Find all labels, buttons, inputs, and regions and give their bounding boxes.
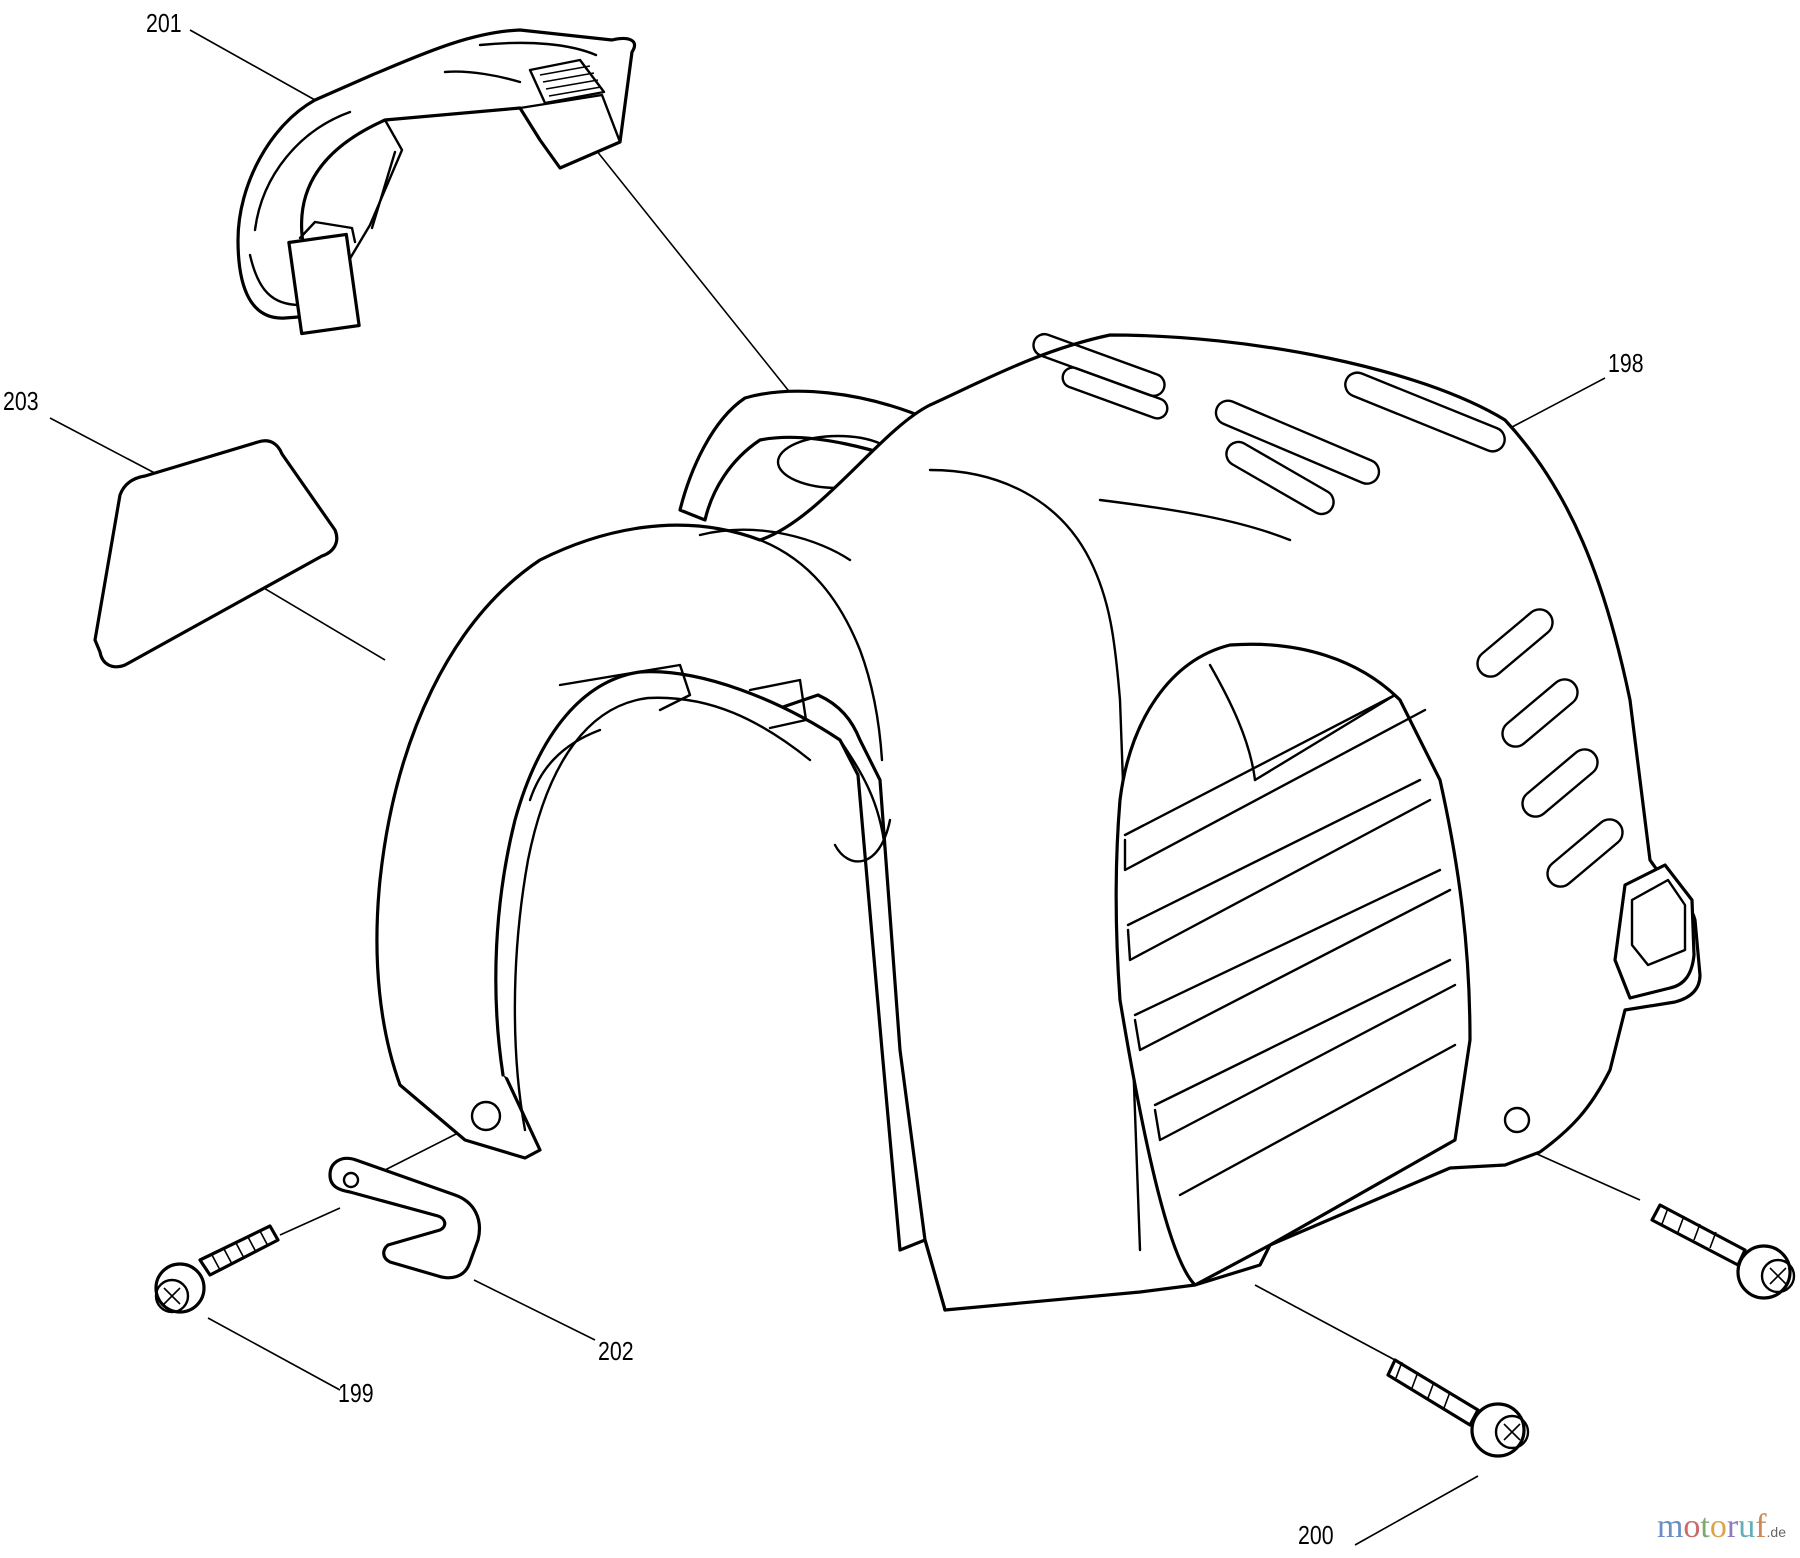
- watermark-letter: o: [1683, 1508, 1701, 1545]
- callout-198: 198: [1608, 348, 1644, 378]
- callout-201: 201: [146, 8, 182, 38]
- callout-199: 199: [338, 1378, 374, 1408]
- callout-203: 203: [3, 386, 39, 416]
- part-199-screw: [154, 1224, 280, 1314]
- watermark-logo: motoruf.de: [1657, 1508, 1786, 1546]
- watermark-letter: m: [1656, 1508, 1684, 1545]
- watermark-letter: f: [1755, 1508, 1767, 1545]
- part-202-clamp: [328, 1156, 481, 1280]
- part-198-engine-shroud: [375, 332, 1702, 1312]
- callout-200: 200: [1298, 1520, 1334, 1550]
- part-201-cover-clip: [236, 28, 637, 336]
- part-203-decal: [93, 439, 339, 669]
- part-200-screw-bottom: [1386, 1358, 1530, 1458]
- watermark-letter: r: [1726, 1508, 1739, 1545]
- callout-202: 202: [598, 1336, 634, 1366]
- watermark-letter: u: [1738, 1508, 1756, 1545]
- watermark-domain: .de: [1766, 1524, 1786, 1540]
- part-200-screw-right: [1650, 1203, 1796, 1300]
- watermark-letter: t: [1700, 1508, 1710, 1545]
- watermark-letter: o: [1709, 1508, 1727, 1545]
